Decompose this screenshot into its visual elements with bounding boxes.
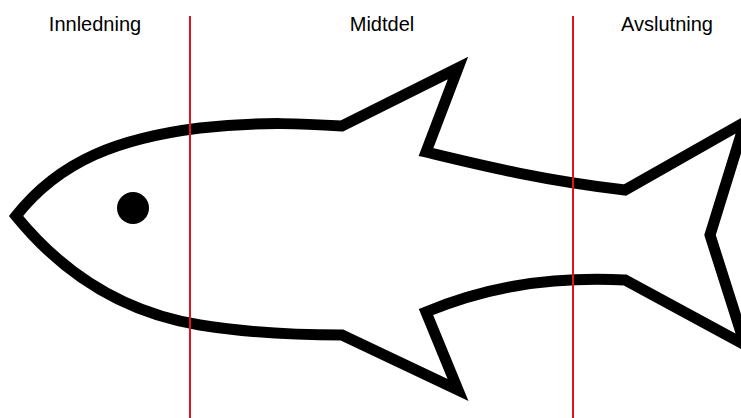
divider-line <box>189 16 191 418</box>
fish-outline <box>16 68 741 390</box>
section-label: Innledning <box>49 14 141 34</box>
divider-line <box>572 16 574 418</box>
section-label: Avslutning <box>621 14 713 34</box>
fish-eye <box>117 192 149 224</box>
section-label: Midtdel <box>350 14 414 34</box>
